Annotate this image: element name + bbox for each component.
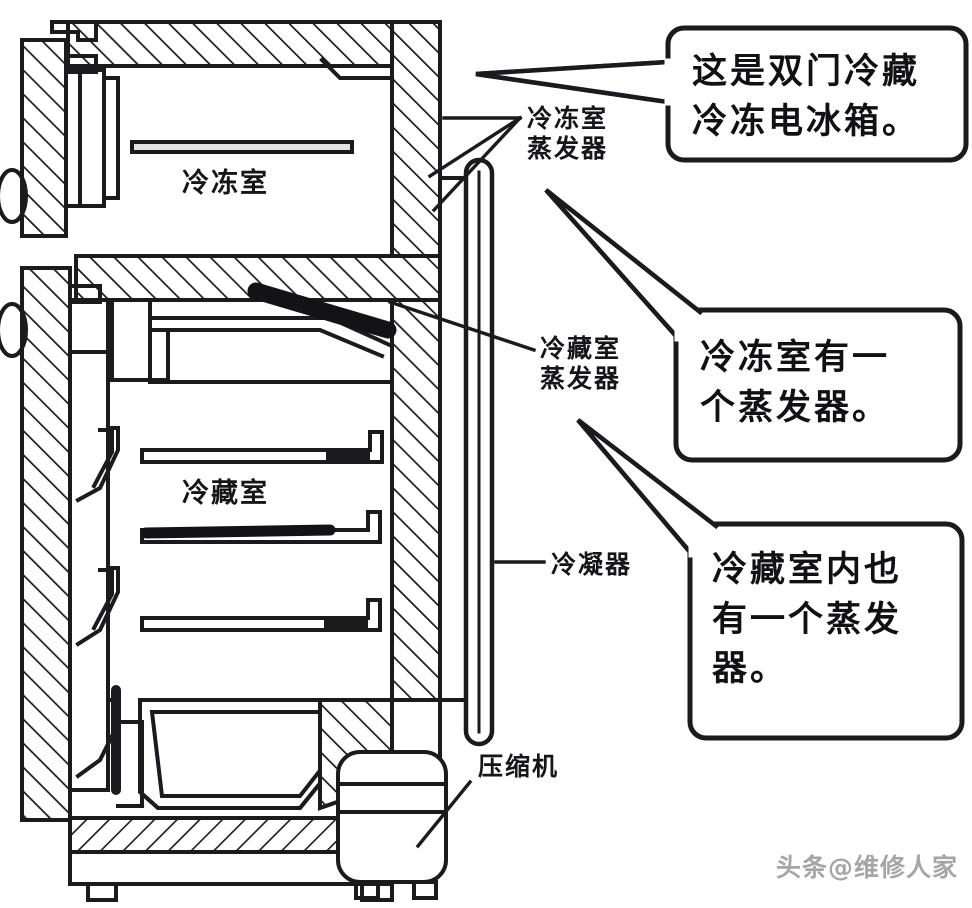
fridge-right-wall <box>390 298 442 702</box>
freezer-cavity <box>90 64 394 260</box>
door-bin-1 <box>75 426 120 503</box>
watermark: 头条@维修人家 <box>775 853 958 882</box>
callout-fridge-evaporator-text: 冷藏室内也 有一个蒸发 器。 <box>712 550 903 690</box>
door-bin-1-lip <box>91 428 114 489</box>
label-freezer-evaporator: 冷冻室 蒸发器 <box>527 104 609 163</box>
freezer-door-liner <box>102 76 120 200</box>
crisper-drawer-inner <box>149 710 371 798</box>
compressor-body <box>336 750 448 884</box>
callout-freezer-box <box>673 307 963 463</box>
fridge-door-gasket <box>68 298 110 354</box>
freezer-door-handle <box>0 168 28 224</box>
fridge-shelf-1-clip <box>326 448 370 464</box>
fridge-door-panel <box>20 266 72 822</box>
fridge-door-handle <box>0 302 28 358</box>
fridge-evaporator-shroud-inner <box>148 328 385 359</box>
freezer-door-top-cap <box>50 20 98 42</box>
freezer-door-gasket <box>64 68 106 208</box>
base-insulation <box>68 816 342 854</box>
freezer-right-wall <box>390 20 442 260</box>
fridge-shelf-3-clip <box>324 616 368 632</box>
fridge-air-duct <box>110 298 170 382</box>
freezer-door-panel <box>20 38 68 238</box>
fridge-evaporator-tube <box>247 282 397 339</box>
callout-overview-text: 这是双门冷藏 冷冻电冰箱。 <box>692 52 921 142</box>
foot-left <box>86 882 118 902</box>
leader-freezer-evaporator-b <box>431 115 523 213</box>
base-plinth <box>68 850 374 886</box>
label-freezer-compartment: 冷冻室 <box>182 168 269 199</box>
compressor-foot-left <box>354 880 380 900</box>
callout-freezer-evaporator-text: 冷冻室有一 个蒸发器。 <box>700 338 891 428</box>
leader-fridge-evaporator <box>387 299 537 353</box>
fridge-evaporator-shroud <box>148 316 394 384</box>
label-condenser: 冷凝器 <box>551 550 633 579</box>
crisper-drawer-handle <box>116 720 144 808</box>
fridge-shelf-2-tube <box>140 524 336 539</box>
door-bin-2-lip <box>91 568 114 631</box>
callout-fridge-box <box>687 521 965 741</box>
label-compressor: 压缩机 <box>478 752 560 781</box>
door-bin-2 <box>75 566 120 647</box>
freezer-door-outer <box>20 38 68 238</box>
compressor-foot-right <box>412 880 438 900</box>
label-fridge-compartment: 冷藏室 <box>182 478 269 509</box>
freezer-top-insulation <box>66 20 442 68</box>
leader-compressor <box>415 779 473 849</box>
label-fridge-evaporator: 冷藏室 蒸发器 <box>540 334 622 393</box>
leader-freezer-evaporator-a <box>427 115 523 179</box>
